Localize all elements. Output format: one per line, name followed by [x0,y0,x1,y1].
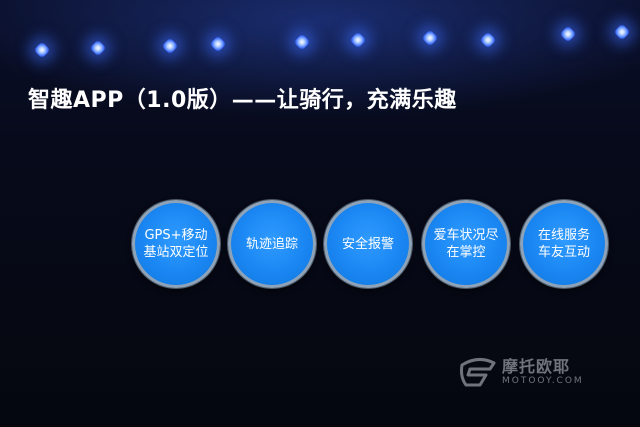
stage-lights [0,0,640,70]
feature-label: 车友互动 [537,245,590,260]
slide-title: 智趣APP（1.0版）——让骑行，充满乐趣 [28,88,457,113]
watermark-brand-cn: 摩托欧耶 [502,356,571,376]
feature-label: GPS+移动 [144,228,208,243]
stage-light-icon [89,39,107,57]
feature-bubble-track: 轨迹追踪 [228,200,316,288]
stage-light-icon [421,29,439,47]
feature-label: 在线服务 [537,228,590,243]
feature-bubble-online-service: 在线服务 车友互动 [520,200,608,288]
feature-label: 安全报警 [341,236,394,252]
feature-label: 轨迹追踪 [245,236,298,252]
watermark: 摩托欧耶 MOTOOY.COM [458,352,628,392]
stage-light-icon [479,31,497,49]
feature-label: 爱车状况尽 [433,228,499,243]
feature-label: 基站双定位 [143,245,209,260]
stage-light-icon [209,35,227,53]
stage-light-icon [293,33,311,51]
stage-light-icon [349,31,367,49]
feature-bubble-dual-positioning: GPS+移动 基站双定位 [132,200,220,288]
feature-label: 在掌控 [446,245,486,260]
stage-light-icon [161,37,179,55]
feature-bubbles: GPS+移动 基站双定位 轨迹追踪 安全报警 爱车状况尽 在掌控 在线服务 车友… [132,200,612,292]
stage-light-icon [559,25,577,43]
helmet-logo-icon [460,358,496,387]
feature-bubble-alarm: 安全报警 [324,200,412,288]
watermark-brand-en: MOTOOY.COM [502,375,584,386]
feature-bubble-vehicle-status: 爱车状况尽 在掌控 [422,200,510,288]
stage-light-icon [33,41,51,59]
stage-light-icon [613,23,631,41]
